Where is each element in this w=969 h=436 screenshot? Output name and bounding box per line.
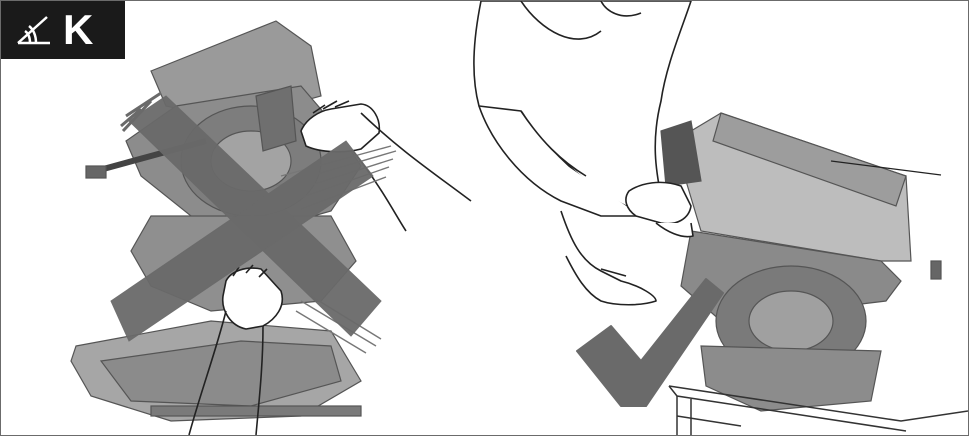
angle-symbol-icon [15, 13, 53, 47]
figure-label-badge: K [1, 1, 125, 59]
miter-saw-left-illustration [71, 21, 361, 421]
miter-saw-right-illustration [661, 113, 941, 411]
hands-right-illustration [626, 182, 693, 236]
left-panel-incorrect [71, 21, 471, 435]
person-illustration [474, 1, 691, 305]
figure-letter: K [63, 5, 94, 55]
right-panel-correct [474, 1, 968, 435]
